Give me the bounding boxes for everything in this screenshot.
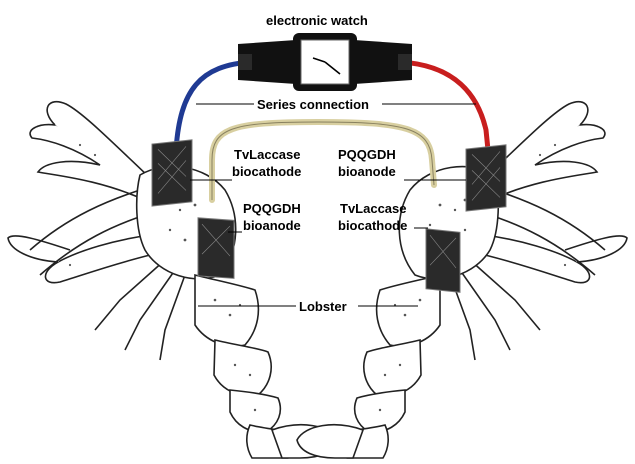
left-bioanode-electrode — [198, 218, 234, 279]
left-biocathode-label-line2: biocathode — [232, 164, 301, 179]
left-bioanode-label-line2: bioanode — [243, 218, 301, 233]
red-wire — [400, 62, 488, 150]
watch-strap-tip-right — [398, 54, 412, 70]
right-bioanode-electrode — [466, 145, 506, 211]
right-biocathode-label-line1: TvLaccase — [340, 201, 407, 216]
left-biocathode-electrode — [152, 140, 192, 206]
lobster-label: Lobster — [297, 299, 349, 314]
right-bioanode-label-line2: bioanode — [338, 164, 396, 179]
left-bioanode-label-line1: PQQGDH — [243, 201, 301, 216]
right-biocathode-electrode — [426, 229, 460, 293]
series-connection-label: Series connection — [255, 97, 371, 112]
electronic-watch — [238, 33, 412, 91]
right-biocathode-label-line2: biocathode — [338, 218, 407, 233]
left-biocathode-label-line1: TvLaccase — [234, 147, 301, 162]
electronic-watch-label: electronic watch — [266, 13, 368, 28]
watch-strap-tip-left — [238, 54, 252, 70]
right-bioanode-label-line1: PQQGDH — [338, 147, 396, 162]
